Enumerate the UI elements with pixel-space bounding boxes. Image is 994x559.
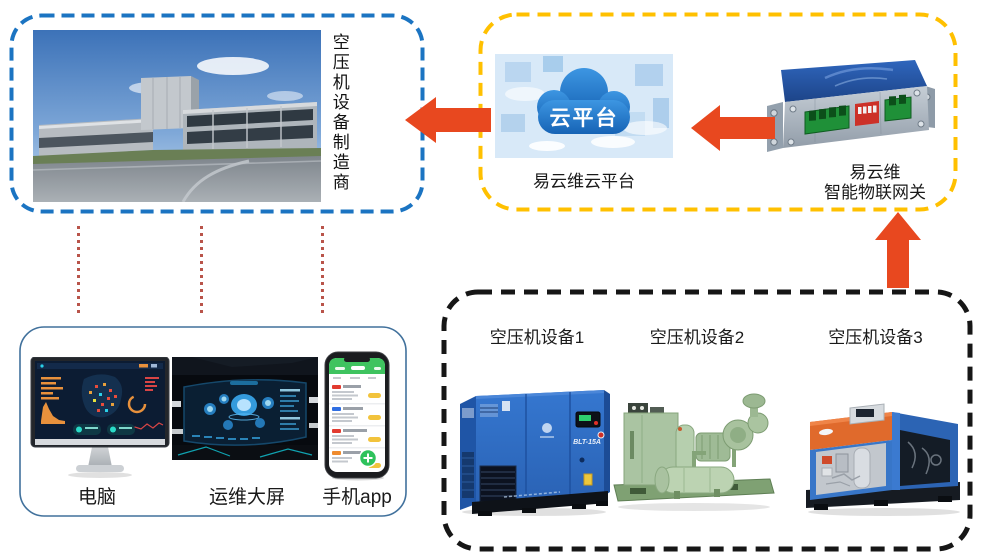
- client-label-bigscreen: 运维大屏: [208, 487, 285, 508]
- dotted-connector-3: [321, 226, 324, 317]
- cloud-platform-label: 易云维云平台: [533, 172, 635, 191]
- smartphone-app-image: [324, 351, 390, 481]
- compressor-3-body: [810, 403, 958, 500]
- screen-data-panel: [280, 389, 300, 430]
- gateway-label-line1: 易云维: [849, 163, 901, 182]
- client-label-app: 手机app: [322, 487, 392, 508]
- compressor-2-image: [613, 393, 775, 511]
- gateway-device: [767, 60, 935, 152]
- curved-screen: [183, 379, 307, 446]
- iot-gateway-image: [767, 60, 935, 152]
- big-screen-image: [172, 357, 318, 460]
- dashboard-content: [37, 363, 164, 435]
- gateway-label: 易云维 智能物联网关: [775, 163, 975, 204]
- factory-building-photo: [33, 30, 321, 202]
- dotted-connector-1: [77, 226, 80, 317]
- manufacturer-label: 空压机设备制造商: [329, 33, 349, 193]
- gateway-dip-switch: [855, 101, 879, 126]
- compressor-1-image: BLT-15A: [460, 390, 610, 516]
- arrow-platform-to-manufacturer: [405, 97, 491, 143]
- equipment-label-3: 空压机设备3: [828, 328, 923, 347]
- desktop-monitor-image: [30, 357, 170, 478]
- add-fab-button: [358, 448, 378, 468]
- gateway-terminal-blocks: [804, 94, 912, 135]
- compressor-3-image: [806, 403, 960, 516]
- equipment-box-border: [441, 289, 973, 552]
- client-label-pc: 电脑: [77, 487, 116, 508]
- equipment-label-1: 空压机设备1: [489, 328, 585, 347]
- factory-building: [39, 76, 317, 156]
- equipment-label-2: 空压机设备2: [649, 328, 745, 347]
- dotted-connector-2: [200, 226, 203, 317]
- clients-box-border: [19, 326, 407, 517]
- compressor-1-control-panel: [575, 411, 601, 428]
- map-data-points: [89, 383, 117, 412]
- cloud-shape: 云平台: [537, 68, 630, 134]
- gateway-label-line2: 智能物联网关: [824, 183, 926, 203]
- compressor-2-machinery: [623, 393, 769, 499]
- arrow-equipment-to-gateway: [875, 212, 921, 288]
- arrow-gateway-to-cloud: [691, 105, 775, 151]
- cloud-platform-image: 云平台: [495, 54, 673, 158]
- cloud-badge-text: 云平台: [550, 106, 619, 130]
- compressor-1-model-text: BLT-15A: [573, 439, 601, 446]
